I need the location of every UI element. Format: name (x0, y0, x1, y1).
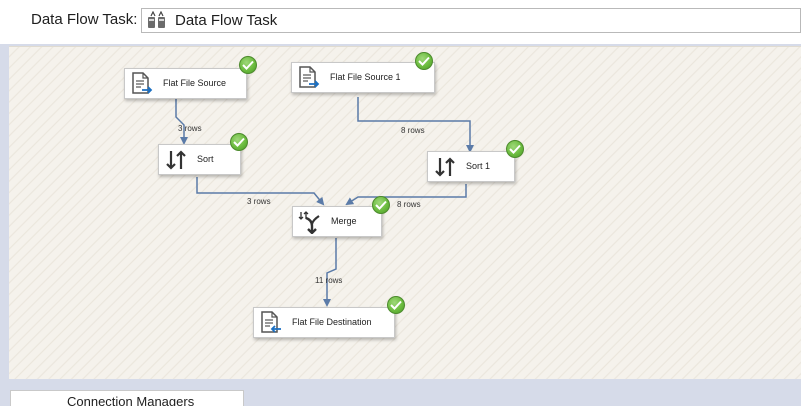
component-sort[interactable]: Sort (158, 144, 241, 175)
sort-icon (164, 148, 188, 172)
data-paths (175, 97, 474, 307)
data-flow-design-surface[interactable]: 3 rows 8 rows 3 rows 8 rows 11 rows Flat… (9, 46, 801, 379)
row-count-label: 8 rows (397, 200, 421, 209)
component-label: Sort 1 (466, 161, 491, 171)
data-flow-task-icon (147, 10, 167, 30)
component-label: Sort (197, 154, 214, 164)
task-selector-dropdown[interactable]: Data Flow Task (141, 8, 801, 33)
path-sort-to-merge[interactable] (196, 177, 325, 206)
merge-icon (298, 210, 322, 235)
selected-task-name: Data Flow Task (175, 12, 278, 29)
row-count-label: 8 rows (401, 126, 425, 135)
component-label: Flat File Destination (292, 317, 372, 327)
path-merge-to-destination[interactable] (323, 238, 337, 307)
task-toolbar: Data Flow Task: Data Flow Task (0, 0, 801, 44)
success-check-icon (387, 296, 405, 314)
success-check-icon (239, 56, 257, 74)
row-count-label: 3 rows (247, 197, 271, 206)
task-selector-label: Data Flow Task: (31, 11, 138, 28)
design-surface-frame: 3 rows 8 rows 3 rows 8 rows 11 rows Flat… (0, 44, 801, 382)
connection-managers-label: Connection Managers (67, 394, 195, 406)
success-check-icon (415, 52, 433, 70)
success-check-icon (372, 196, 390, 214)
success-check-icon (506, 140, 524, 158)
path-source1-to-sort1[interactable] (357, 97, 474, 153)
component-flat-file-destination[interactable]: Flat File Destination (253, 307, 395, 338)
sort-icon (433, 155, 457, 179)
component-label: Flat File Source 1 (330, 72, 401, 82)
component-label: Flat File Source (163, 78, 227, 88)
component-flat-file-source[interactable]: Flat File Source (124, 68, 247, 99)
success-check-icon (230, 133, 248, 151)
path-source-to-sort[interactable] (175, 99, 188, 145)
row-count-label: 3 rows (178, 124, 202, 133)
component-flat-file-source-1[interactable]: Flat File Source 1 (291, 62, 435, 93)
connection-managers-tray: Connection Managers (0, 382, 801, 406)
path-sort1-to-merge[interactable] (345, 184, 467, 206)
flat-file-source-icon (297, 66, 321, 90)
component-merge[interactable]: Merge (292, 206, 382, 237)
connection-managers-tab[interactable]: Connection Managers (10, 390, 244, 406)
component-label: Merge (331, 216, 357, 226)
flat-file-destination-icon (259, 311, 283, 335)
flat-file-source-icon (130, 72, 154, 96)
component-sort-1[interactable]: Sort 1 (427, 151, 515, 182)
row-count-label: 11 rows (315, 276, 343, 285)
